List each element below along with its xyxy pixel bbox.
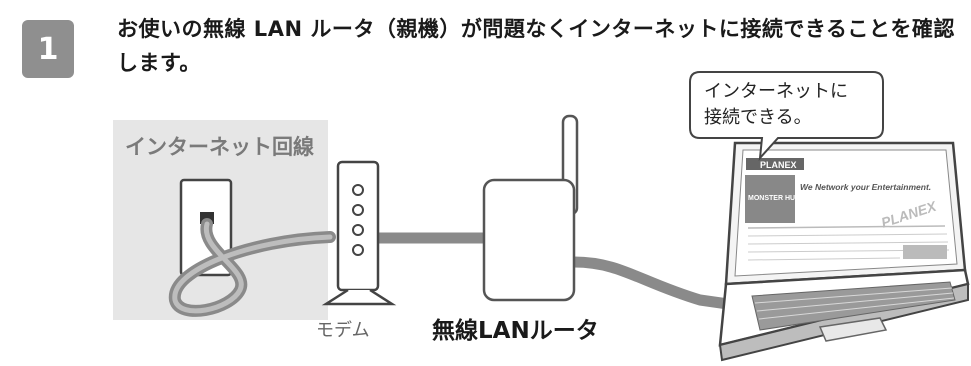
instruction-text: お使いの無線 LAN ルータ（親機）が問題なくインターネットに接続できることを確… — [117, 17, 955, 75]
callout-line-1: インターネットに — [704, 81, 848, 102]
modem-label: モデム — [316, 320, 370, 341]
callout-text: インターネットに 接続できる。 — [704, 79, 864, 131]
callout-line-2: 接続できる。 — [704, 107, 812, 128]
modem-illustration — [321, 160, 397, 306]
speech-bubble — [689, 71, 884, 161]
cables — [168, 218, 734, 317]
screen-logo-bar — [746, 158, 804, 170]
internet-line-label: インターネット回線 — [125, 135, 314, 159]
laptop-illustration: PLANEX MONSTER HUNTER We Network your En… — [718, 141, 970, 362]
router-label: 無線LANルータ — [432, 318, 599, 344]
step-number-badge: 1 — [22, 20, 74, 78]
screen-side-banner — [745, 175, 795, 223]
screen-side-text: MONSTER HUNTER — [748, 195, 814, 202]
screen-brand-text: PLANEX — [760, 160, 797, 170]
router-illustration — [482, 114, 579, 302]
screen-tagline: We Network your Entertainment. — [800, 182, 931, 192]
